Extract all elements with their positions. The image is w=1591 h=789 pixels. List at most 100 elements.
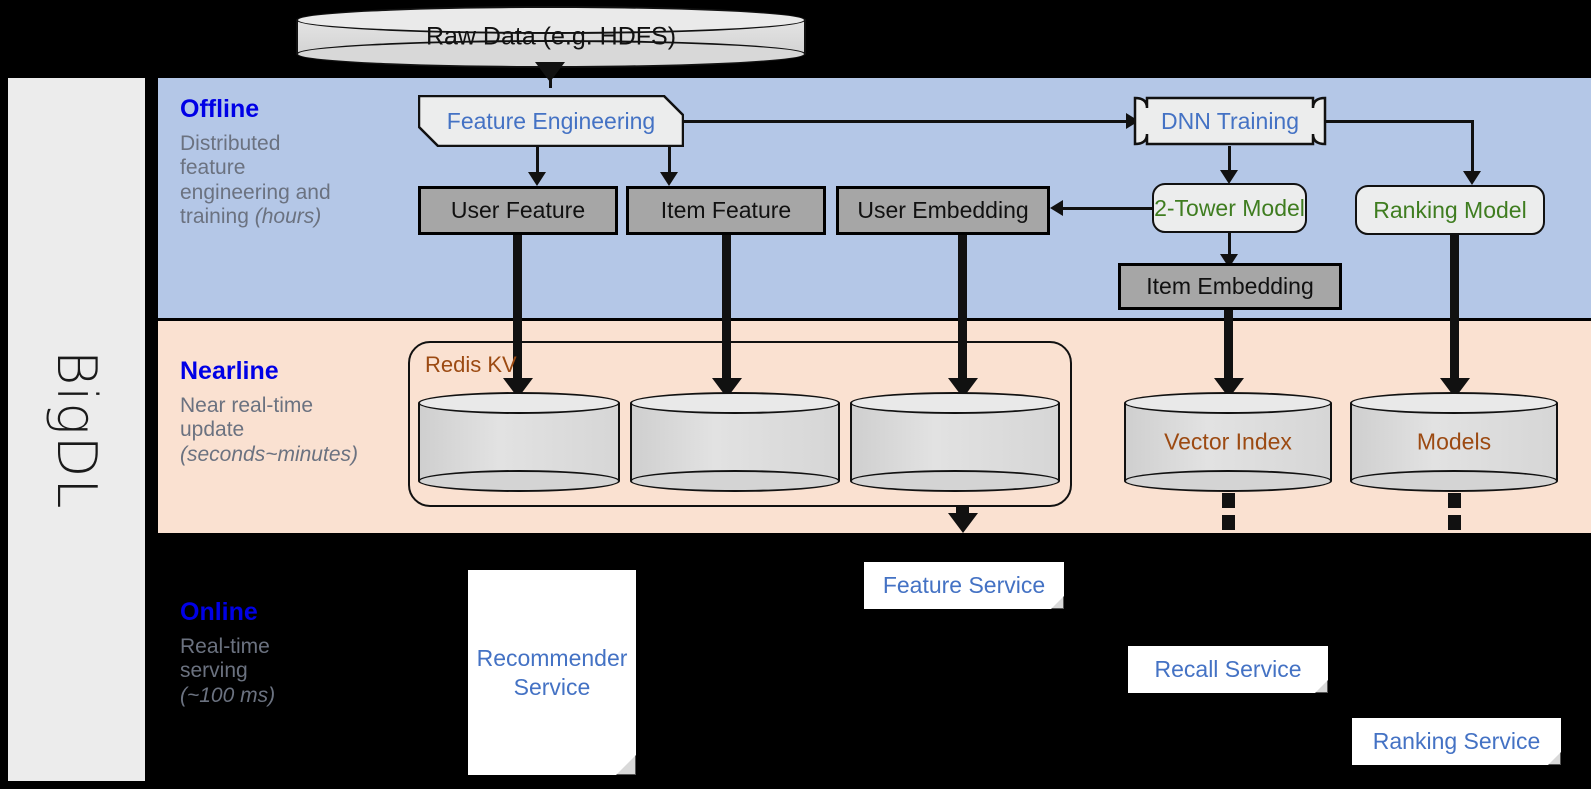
cylinder-bottom xyxy=(1124,470,1332,492)
vector-index-cylinder[interactable]: Vector Index xyxy=(1124,392,1332,492)
nearline-title: Nearline xyxy=(180,357,279,385)
arrow-fe-to-itemfeature-head xyxy=(660,172,678,186)
recall-service-label: Recall Service xyxy=(1154,656,1302,682)
cylinder-top xyxy=(296,6,806,34)
page-fold-icon xyxy=(1051,596,1064,609)
recall-service-node[interactable]: Recall Service xyxy=(1128,646,1328,693)
nearline-sub-1: Near real-time xyxy=(180,394,314,417)
dash-ranking-service-2 xyxy=(1448,515,1461,530)
cylinder-body xyxy=(1350,403,1558,481)
cylinder-body xyxy=(418,403,620,481)
models-cylinder[interactable]: Models xyxy=(1350,392,1558,492)
redis-store-2[interactable] xyxy=(630,392,840,492)
dnn-training-node[interactable]: DNN Training xyxy=(1133,96,1327,146)
ranking-service-label: Ranking Service xyxy=(1372,728,1541,754)
feature-service-label: Feature Service xyxy=(882,572,1046,598)
online-sub-1: Real-time xyxy=(180,635,270,658)
redis-store-3[interactable] xyxy=(850,392,1060,492)
cylinder-bottom xyxy=(630,470,840,492)
arrow-dnn-to-ranking-head xyxy=(1463,171,1481,185)
vector-index-label: Vector Index xyxy=(1164,428,1292,455)
recommender-service-node[interactable]: Recommender Service xyxy=(468,570,636,775)
pipe-itemfeature-to-store2 xyxy=(722,235,731,385)
offline-sub-1: Distributed xyxy=(180,132,281,155)
arrow-dnn-to-ranking-h xyxy=(1325,120,1474,123)
cylinder-body xyxy=(630,403,840,481)
cylinder-top xyxy=(630,392,840,414)
ranking-service-node[interactable]: Ranking Service xyxy=(1352,718,1561,765)
online-sub-italic: (~100 ms) xyxy=(180,683,276,707)
cylinder-body xyxy=(1124,403,1332,481)
offline-text-block: Offline Distributed feature engineering … xyxy=(180,95,395,229)
page-fold-icon xyxy=(616,755,636,775)
cylinder-top xyxy=(850,392,1060,414)
offline-sub-4: training xyxy=(180,205,255,229)
redis-kv-label: Redis KV xyxy=(425,352,517,377)
redis-store-1[interactable] xyxy=(418,392,620,492)
cylinder-bottom xyxy=(850,470,1060,492)
arrow-twotower-to-userembedding-line xyxy=(1062,207,1154,210)
arrow-dnn-to-ranking-v xyxy=(1471,120,1474,174)
models-label: Models xyxy=(1416,428,1492,455)
item-embedding-node[interactable]: Item Embedding xyxy=(1118,263,1342,310)
feature-engineering-shape xyxy=(418,95,684,147)
dnn-training-shape xyxy=(1133,96,1327,146)
item-feature-node[interactable]: Item Feature xyxy=(626,186,826,235)
offline-sub-3: engineering and xyxy=(180,180,331,204)
arrow-fe-to-userfeature-line xyxy=(536,147,539,175)
dash-recall-service-2 xyxy=(1222,515,1235,530)
user-embedding-node[interactable]: User Embedding xyxy=(836,186,1050,235)
dash-recall-service-1 xyxy=(1222,493,1235,508)
ranking-model-label: Ranking Model xyxy=(1373,196,1527,223)
arrow-fe-to-userfeature-head xyxy=(528,172,546,186)
redis-kv-container[interactable] xyxy=(408,341,1072,507)
feature-engineering-node[interactable]: Feature Engineering xyxy=(418,95,684,147)
pipe-itemembedding-to-vectorindex xyxy=(1224,310,1233,385)
cylinder-body xyxy=(850,403,1060,481)
cylinder-top xyxy=(1350,392,1558,414)
cylinder-bottom xyxy=(1350,470,1558,492)
dash-ranking-service-1 xyxy=(1448,493,1461,508)
pipe-userfeature-to-store1 xyxy=(513,235,522,385)
feature-service-node[interactable]: Feature Service xyxy=(864,562,1064,609)
dnn-training-label: DNN Training xyxy=(1160,107,1300,134)
user-feature-label: User Feature xyxy=(450,197,586,223)
page-fold-icon xyxy=(1548,752,1561,765)
nearline-sub-italic: (seconds~minutes) xyxy=(180,442,358,466)
online-sub-2: serving xyxy=(180,659,248,683)
pipe-rankingmodel-to-models xyxy=(1450,235,1459,385)
two-tower-model-label: 2-Tower Model xyxy=(1154,194,1305,221)
bigdl-label: BigDL xyxy=(45,349,108,510)
ranking-model-node[interactable]: Ranking Model xyxy=(1355,185,1545,235)
user-feature-node[interactable]: User Feature xyxy=(418,186,618,235)
offline-sub-italic: (hours) xyxy=(254,205,322,229)
online-title: Online xyxy=(180,598,258,626)
two-tower-model-node[interactable]: 2-Tower Model xyxy=(1152,183,1307,233)
cylinder-bottom xyxy=(418,470,620,492)
cylinder-top xyxy=(418,392,620,414)
offline-subtitle: Distributed feature engineering and trai… xyxy=(180,132,395,229)
arrow-twotower-to-userembedding-head xyxy=(1050,200,1063,216)
item-feature-label: Item Feature xyxy=(660,197,792,223)
raw-data-label: Raw Data (e.g. HDFS) xyxy=(425,22,677,51)
feature-engineering-label: Feature Engineering xyxy=(446,107,656,134)
arrow-dnn-to-twotower-line xyxy=(1228,146,1231,174)
item-embedding-label: Item Embedding xyxy=(1146,273,1314,299)
bigdl-sidebar: BigDL xyxy=(8,78,145,781)
arrow-dnn-to-twotower-head xyxy=(1220,170,1238,184)
recommender-service-label: Recommender Service xyxy=(476,644,628,700)
nearline-subtitle: Near real-time update (seconds~minutes) xyxy=(180,394,430,467)
nearline-text-block: Nearline Near real-time update (seconds~… xyxy=(180,357,430,467)
nearline-sub-2: update xyxy=(180,418,245,442)
online-subtitle: Real-time serving (~100 ms) xyxy=(180,635,410,708)
online-text-block: Online Real-time serving (~100 ms) xyxy=(180,598,410,708)
user-embedding-label: User Embedding xyxy=(857,197,1029,223)
page-fold-icon xyxy=(1315,680,1328,693)
arrow-rawdata-to-fe-head xyxy=(535,62,565,82)
arrow-fe-to-itemfeature-line xyxy=(668,147,671,175)
arrow-to-feature-service-head xyxy=(948,513,978,533)
raw-data-cylinder[interactable]: Raw Data (e.g. HDFS) xyxy=(296,6,806,68)
arrow-fe-to-dnn-line xyxy=(684,120,1127,123)
offline-title: Offline xyxy=(180,95,260,123)
arrow-twotower-to-itememb-line xyxy=(1228,233,1231,258)
